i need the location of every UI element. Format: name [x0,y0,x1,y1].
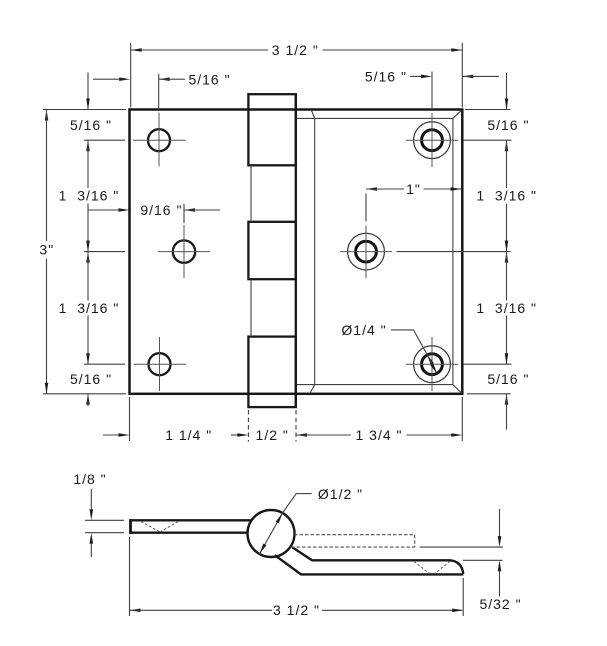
svg-text:1 3/16 ": 1 3/16 " [59,188,120,204]
svg-text:5/16 ": 5/16 " [188,71,230,87]
svg-text:5/16 ": 5/16 " [70,117,112,133]
svg-text:5/16 ": 5/16 " [365,69,407,85]
svg-text:Ø1/4 ": Ø1/4 " [341,322,386,338]
svg-text:1 3/4 ": 1 3/4 " [356,427,403,443]
svg-text:1 3/16 ": 1 3/16 " [476,188,537,204]
svg-text:5/32 ": 5/32 " [479,596,521,612]
svg-text:1 1/4 ": 1 1/4 " [165,427,212,443]
svg-text:3": 3" [39,242,54,258]
svg-text:1 3/16 ": 1 3/16 " [476,300,537,316]
svg-text:1/2 ": 1/2 " [256,427,289,443]
svg-text:1/8 ": 1/8 " [73,471,106,487]
svg-text:9/16 ": 9/16 " [140,202,182,218]
svg-text:1": 1" [406,181,421,197]
svg-text:5/16 ": 5/16 " [70,371,112,387]
svg-text:3 1/2 ": 3 1/2 " [272,42,319,58]
svg-text:1 3/16 ": 1 3/16 " [59,300,120,316]
svg-text:Ø1/2 ": Ø1/2 " [318,486,363,502]
svg-text:3 1/2 ": 3 1/2 " [273,602,320,618]
svg-text:5/16 ": 5/16 " [487,117,529,133]
svg-text:5/16 ": 5/16 " [487,371,529,387]
